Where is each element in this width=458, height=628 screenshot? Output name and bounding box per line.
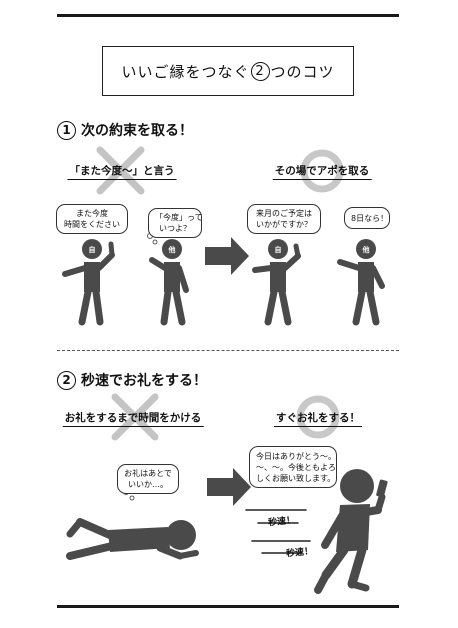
person-self-good xyxy=(252,239,301,326)
arrow-right-1 xyxy=(205,237,249,275)
page-title: いいご縁をつなぐ 2 つのコツ xyxy=(102,46,354,96)
bubble-lazy: お礼はあとで いいか…。 xyxy=(117,464,179,494)
speed-lines xyxy=(245,509,311,554)
cross-mark-1 xyxy=(96,146,145,195)
top-rule xyxy=(57,14,399,17)
bubble-good-self: 来月のご予定は いかがですか？ xyxy=(247,204,321,234)
title-pre: いいご縁をつなぐ xyxy=(121,62,250,81)
person-running xyxy=(314,469,386,594)
phone-icon xyxy=(376,479,388,498)
person-self-bad xyxy=(62,239,115,326)
bubble-bad-other: 「今度」って いつよ？ xyxy=(148,208,203,238)
section-2-title: 秒速でお礼をする！ xyxy=(81,373,207,389)
section-1-good-label: その場でアポを取る xyxy=(272,163,372,180)
section-2-number: 2 xyxy=(57,370,76,390)
bottom-rule xyxy=(57,605,399,608)
person-other-bad xyxy=(149,239,189,326)
title-post: つのコツ xyxy=(270,62,335,81)
section-2-heading: 2 秒速でお礼をする！ xyxy=(57,370,207,390)
person-lying xyxy=(66,518,199,560)
section-divider xyxy=(57,350,399,351)
title-number: 2 xyxy=(250,61,270,81)
section-2-bad-label: お礼をするまで時間をかける xyxy=(62,410,204,427)
bubble-good-other: 8日なら！ xyxy=(344,207,390,229)
section-1-heading: 1 次の約束を取る！ xyxy=(57,120,193,140)
head-label-other-2: 他 xyxy=(362,245,370,254)
person-other-good xyxy=(337,239,385,326)
section-1-number: 1 xyxy=(57,120,76,140)
head-label-self-2: 自 xyxy=(275,245,282,254)
bubble-bad-self: また今度 時間をください xyxy=(56,204,128,234)
section-1-bad-label: 「また今度〜」と言う xyxy=(67,163,177,180)
head-label-other-1: 他 xyxy=(168,245,176,254)
section-1-title: 次の約束を取る！ xyxy=(81,123,193,139)
section-2-good-label: すぐお礼をする！ xyxy=(274,410,362,427)
circle-mark-2 xyxy=(296,395,340,439)
circle-mark-1 xyxy=(300,149,344,193)
bubble-thanks: 今日はありがとう〜。 〜、〜。今後ともよろ しくお願い致します。 xyxy=(249,446,337,488)
arrow-right-2 xyxy=(207,468,251,506)
cross-mark-2 xyxy=(111,393,159,441)
head-label-self-1: 自 xyxy=(89,245,96,254)
